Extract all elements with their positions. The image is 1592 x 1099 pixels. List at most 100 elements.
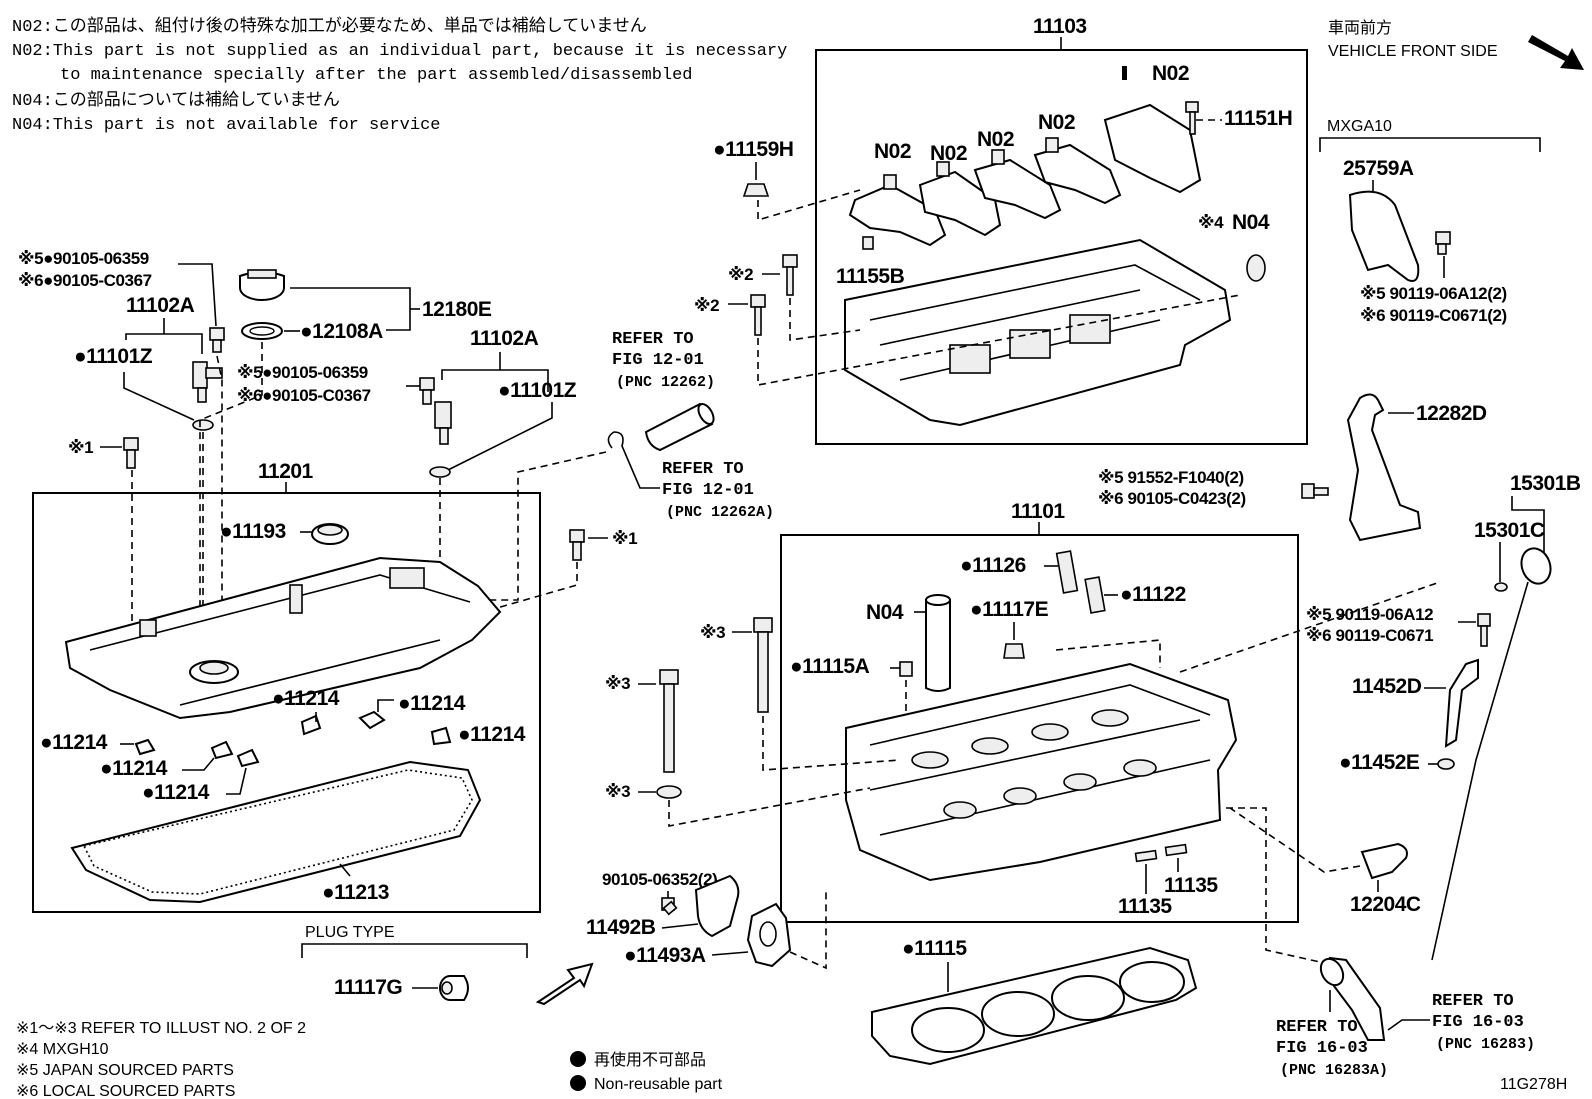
bolt-3-line-2: ※6 90119-C0671(2) (1360, 306, 1507, 325)
bolt-2-line-2: ※6●90105-C0367 (237, 386, 371, 405)
oil-filler-cap (239, 269, 285, 340)
clip-11214-e (210, 740, 234, 760)
mark-1-a: ※1 (68, 438, 93, 457)
legend-dot-icon-2 (570, 1075, 586, 1091)
legend-jp: 再使用不可部品 (594, 1051, 706, 1069)
label-n02-a: N02 (874, 140, 911, 163)
ref-4-line-1: REFER TO (1432, 992, 1514, 1011)
group-plug-type: PLUG TYPE (305, 924, 395, 941)
label-11101Z-1: ●11101Z (74, 345, 153, 368)
label-15301B: 15301B (1510, 472, 1581, 495)
mark-2-b: ※2 (694, 296, 719, 315)
pcv-hose (644, 402, 715, 452)
vehicle-front-en: VEHICLE FRONT SIDE (1328, 43, 1498, 60)
label-90105-06352: 90105-06352(2) (602, 870, 717, 889)
label-11193: ●11193 (220, 520, 286, 543)
label-n02-e: N02 (1152, 62, 1189, 85)
cam-housing (844, 238, 1232, 427)
label-11102A-2: 11102A (470, 327, 539, 350)
footer-note-3: ※5 JAPAN SOURCED PARTS (16, 1062, 234, 1079)
seal-n04 (1246, 254, 1266, 282)
label-11126: ●11126 (960, 554, 1026, 577)
ref-2-line-3: (PNC 12262A) (666, 504, 774, 521)
mark-1-b: ※1 (612, 529, 637, 548)
label-n02-b: N02 (930, 142, 967, 165)
bracket-plug-type (301, 943, 528, 958)
dipstick-handle (1520, 547, 1552, 585)
label-11159H: ●11159H (713, 138, 793, 161)
label-n04-b: N04 (866, 601, 904, 624)
label-12204C: 12204C (1350, 893, 1421, 916)
ref-4-line-2: FIG 16-03 (1432, 1013, 1524, 1032)
drawing-code: 11G278H (1500, 1076, 1567, 1093)
label-11102A-1: 11102A (126, 294, 195, 317)
clip-11214-f (236, 748, 260, 768)
mark-4: ※4 (1198, 213, 1224, 232)
note-n04-jp: N04:この部品については補給していません (12, 90, 340, 111)
bracket-12282D (1346, 393, 1422, 542)
label-12108A: ●12108A (300, 320, 383, 343)
clip-11214-b (358, 710, 386, 730)
gasket-11213 (70, 760, 482, 904)
label-11101: 11101 (1011, 500, 1065, 523)
bracket-mxga10 (1319, 137, 1541, 152)
bolt-2-line-1: ※5●90105-06359 (237, 363, 368, 382)
group-mxga10: MXGA10 (1327, 118, 1392, 135)
label-11117E: ●11117E (970, 598, 1049, 621)
clip-11214-d (134, 738, 156, 756)
bolt-5-line-1: ※5 90119-06A12 (1306, 605, 1433, 624)
label-11214-c: ●11214 (458, 723, 526, 746)
label-25759A: 25759A (1343, 157, 1414, 180)
dipstick-guide (1444, 658, 1479, 748)
camshaft-caps (848, 66, 1202, 247)
note-n02-en-2: to maintenance specially after the part … (60, 66, 693, 85)
sensor-12204C (1360, 842, 1408, 880)
label-11452D: 11452D (1352, 675, 1422, 698)
label-11135-2: 11135 (1118, 895, 1172, 918)
label-11115A: ●11115A (790, 655, 870, 678)
bolt-5-line-2: ※6 90119-C0671 (1306, 626, 1433, 645)
ref-1-line-3: (PNC 12262) (616, 374, 715, 391)
ref-2-line-1: REFER TO (662, 460, 744, 479)
mark-3-b: ※3 (605, 674, 630, 693)
note-n04-en: N04:This part is not available for servi… (12, 116, 440, 135)
label-11214-e: ●11214 (100, 757, 168, 780)
label-11117G: 11117G (334, 976, 402, 999)
ref-3-line-3: (PNC 16283A) (1280, 1062, 1388, 1079)
note-n02-jp: N02:この部品は、組付け後の特殊な加工が必要なため、単品では補給していません (12, 16, 647, 37)
label-11493A: ●11493A (624, 944, 706, 967)
label-12282D: 12282D (1416, 402, 1487, 425)
footer-note-4: ※6 LOCAL SOURCED PARTS (16, 1083, 235, 1099)
label-11103: 11103 (1033, 15, 1087, 38)
bolt-4-line-2: ※6 90105-C0423(2) (1098, 489, 1246, 508)
footer-note-2: ※4 MXGH10 (16, 1041, 109, 1058)
legend-en: Non-reusable part (594, 1076, 723, 1093)
label-11135-1: 11135 (1164, 874, 1218, 897)
label-11214-d: ●11214 (40, 731, 108, 754)
bolt-1-line-2: ※6●90105-C0367 (18, 271, 152, 290)
clip-11214-c (430, 726, 452, 746)
label-12180E: 12180E (422, 298, 492, 321)
label-11214-b: ●11214 (398, 692, 466, 715)
ref-3-line-2: FIG 16-03 (1276, 1039, 1368, 1058)
ref-4-line-3: (PNC 16283) (1436, 1036, 1535, 1053)
label-n02-c: N02 (977, 128, 1014, 151)
label-11151H: 11151H (1224, 107, 1292, 130)
ref-2-line-2: FIG 12-01 (662, 481, 754, 500)
plug-11117G (439, 975, 469, 1001)
note-n02-en-1: N02:This part is not supplied as an indi… (12, 42, 787, 61)
cylinder-head (845, 662, 1238, 882)
mark-2-a: ※2 (728, 265, 753, 284)
notes: N02:この部品は、組付け後の特殊な加工が必要なため、単品では補給していません … (12, 16, 787, 135)
direction-arrow-icon (535, 962, 594, 1006)
vehicle-front-jp: 車両前方 (1328, 19, 1392, 37)
vehicle-front-indicator: 車両前方 VEHICLE FRONT SIDE (1328, 19, 1584, 70)
bolt-3-line-1: ※5 90119-06A12(2) (1360, 284, 1507, 303)
label-n02-d: N02 (1038, 111, 1075, 134)
ref-1-line-2: FIG 12-01 (612, 351, 704, 370)
label-11214-a: ●11214 (272, 687, 340, 710)
ref-1-line-1: REFER TO (612, 330, 694, 349)
footer-note-1: ※1～※3 REFER TO ILLUST NO. 2 OF 2 (16, 1020, 306, 1037)
oil-hose (1319, 956, 1386, 1041)
label-11492B: 11492B (586, 916, 656, 939)
